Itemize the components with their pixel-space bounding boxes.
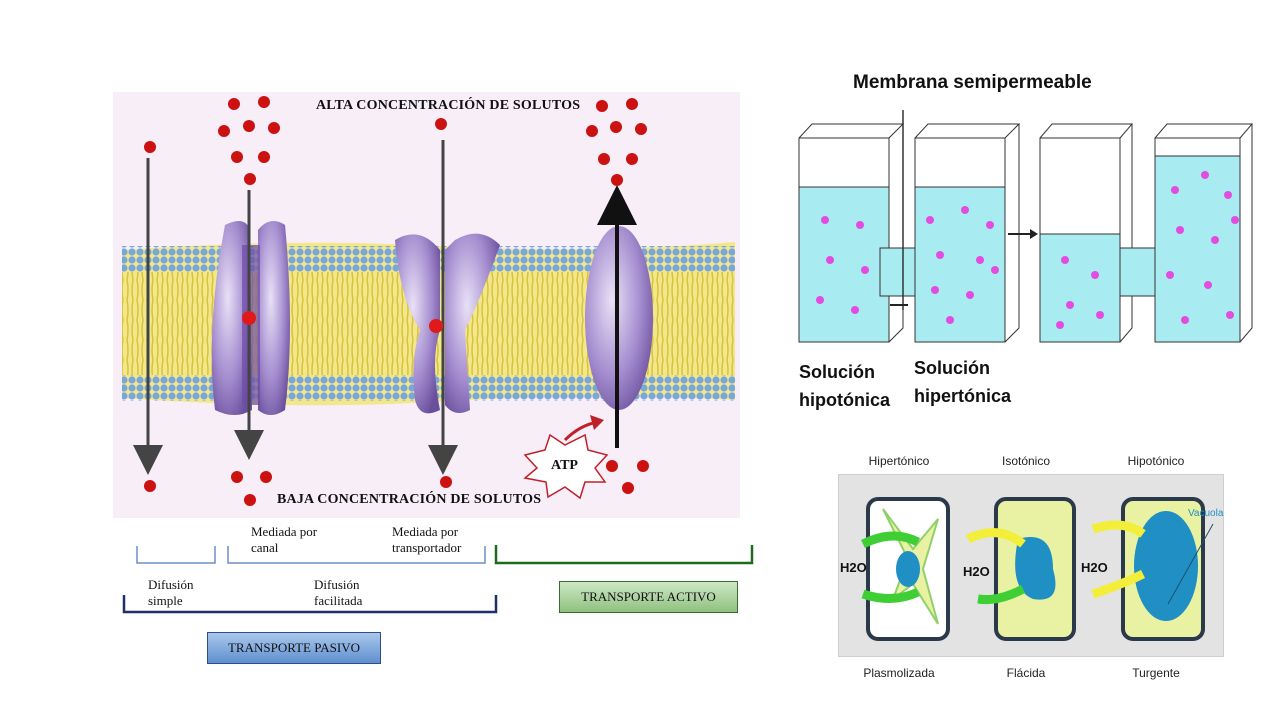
- facilitated-diffusion-line2: facilitada: [314, 593, 363, 608]
- carrier-mediated-line2: transportador: [392, 540, 462, 555]
- hypertonic-label: Hipertónico: [868, 454, 930, 468]
- active-transport-box: TRANSPORTE ACTIVO: [559, 581, 738, 613]
- solutes-high: [144, 96, 647, 186]
- high-concentration-label: ALTA CONCENTRACIÓN DE SOLUTOS: [316, 98, 581, 113]
- carrier-mediated-label: Mediada por transportador: [392, 524, 461, 556]
- turgid-label: Turgente: [1132, 666, 1180, 680]
- isotonic-label: Isotónico: [1001, 454, 1051, 468]
- water-label-3: H2O: [1081, 560, 1108, 575]
- facilitated-diffusion-label: Difusión facilitada: [314, 577, 362, 609]
- channel-mediated-line2: canal: [251, 540, 279, 555]
- atp-burst: [523, 415, 609, 500]
- water-label-2: H2O: [963, 564, 990, 579]
- low-concentration-label: BAJA CONCENTRACIÓN DE SOLUTOS: [277, 492, 542, 507]
- brackets: [122, 545, 754, 614]
- water-label-1: H2O: [840, 560, 867, 575]
- membrane-illustration: [122, 96, 754, 614]
- osmosis-illustration: [798, 110, 1254, 343]
- facilitated-diffusion-line1: Difusión: [314, 577, 360, 592]
- vacuole-label: Vacuola: [1188, 508, 1224, 519]
- channel-mediated-label: Mediada por canal: [251, 524, 317, 556]
- plasmolyzed-label: Plasmolizada: [863, 666, 935, 680]
- carrier-mediated-line1: Mediada por: [392, 524, 459, 539]
- simple-diffusion-label: Difusión simple: [148, 577, 194, 609]
- osmosis-title: Membrana semipermeable: [853, 72, 1092, 93]
- atp-label: ATP: [551, 458, 578, 473]
- passive-transport-box: TRANSPORTE PASIVO: [207, 632, 381, 664]
- simple-diffusion-line1: Difusión: [148, 577, 194, 592]
- hypotonic-line1: Solución: [799, 362, 875, 382]
- plant-cells-illustration: H2O H2O H2O Vacuola: [840, 497, 1224, 641]
- channel-protein: [211, 221, 290, 415]
- hypertonic-line1: Solución: [914, 358, 990, 378]
- simple-diffusion-line2: simple: [148, 593, 183, 608]
- solutes-low: [144, 460, 649, 506]
- flaccid-label: Flácida: [1006, 666, 1046, 680]
- carrier-protein: [395, 233, 500, 414]
- channel-mediated-line1: Mediada por: [251, 524, 318, 539]
- hypotonic-line2: hipotónica: [799, 390, 890, 410]
- hypotonic-solution-label: Solución hipotónica: [799, 358, 890, 414]
- hypotonic-label: Hipotónico: [1127, 454, 1185, 468]
- hypertonic-line2: hipertónica: [914, 386, 1012, 406]
- hypertonic-solution-label: Solución hipertónica: [914, 354, 1011, 410]
